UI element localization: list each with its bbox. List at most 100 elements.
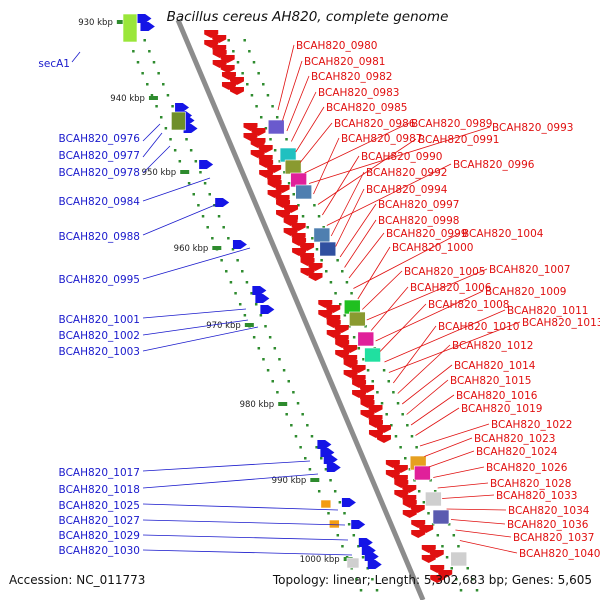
- guide-dot: [394, 435, 398, 438]
- guide-dot: [250, 292, 253, 295]
- guide-dot: [322, 226, 325, 229]
- guide-dot: [236, 61, 240, 64]
- right-leader-line: [344, 219, 377, 268]
- genome-title: Bacillus cereus AH820, complete genome: [166, 9, 449, 25]
- left-leader-line: [142, 549, 353, 556]
- left-leader-line: [142, 308, 247, 319]
- left-gene-label: BCAH820_1001: [59, 314, 140, 326]
- guide-dot: [206, 226, 209, 229]
- scale-tick-label: 940 kbp: [110, 94, 145, 104]
- guide-dot: [336, 259, 339, 262]
- left-gene-arrow: [183, 124, 198, 133]
- right-gene-label: BCAH820_1023: [474, 433, 555, 445]
- right-leader-line: [375, 290, 484, 342]
- right-gene-label: BCAH820_0982: [311, 71, 392, 83]
- guide-dot: [252, 336, 256, 339]
- guide-dot: [192, 193, 195, 196]
- guide-dot: [225, 270, 228, 273]
- guide-dot: [231, 248, 235, 251]
- guide-dot: [146, 83, 149, 86]
- right-gene-label: BCAH820_1034: [508, 505, 590, 517]
- right-leader-line: [286, 75, 310, 132]
- guide-dot: [241, 72, 244, 75]
- right-gene-arrow: [308, 273, 323, 281]
- guide-dot: [211, 237, 214, 240]
- right-gene-label: BCAH820_1008: [428, 299, 509, 311]
- right-gene-label: BCAH820_1033: [496, 490, 577, 502]
- guide-dot: [433, 490, 437, 493]
- guide-dot: [287, 380, 290, 383]
- left-gene-arrow: [140, 22, 155, 31]
- guide-dot: [317, 490, 321, 493]
- guide-dot: [194, 160, 198, 163]
- guide-dot: [271, 380, 274, 383]
- guide-dot: [320, 457, 323, 460]
- right-gene-label: BCAH820_1015: [450, 375, 531, 387]
- guide-dot: [171, 105, 174, 108]
- left-gene-arrow: [341, 498, 356, 507]
- right-gene-label: BCAH820_0994: [366, 184, 448, 196]
- guide-dot: [197, 204, 200, 207]
- scale-tick-label: 960 kbp: [174, 244, 209, 254]
- guide-dot: [299, 446, 302, 449]
- guide-dot: [343, 314, 347, 317]
- guide-dot: [392, 391, 395, 394]
- right-gene-block: [313, 227, 331, 243]
- right-leader-line: [446, 508, 507, 511]
- guide-dot: [282, 369, 286, 372]
- guide-dot: [187, 182, 191, 185]
- guide-dot: [234, 292, 237, 295]
- right-gene-block: [425, 491, 442, 507]
- guide-dot: [382, 369, 386, 372]
- right-gene-label: BCAH820_0989: [411, 118, 492, 130]
- right-leader-line: [357, 246, 391, 300]
- right-gene-label: BCAH820_1022: [491, 419, 572, 431]
- guide-dot: [396, 402, 400, 405]
- right-leader-line: [406, 379, 449, 415]
- guide-dot: [357, 545, 360, 548]
- guide-dot: [285, 138, 288, 141]
- left-gene-label: BCAH820_1030: [59, 545, 140, 557]
- guide-dot: [355, 578, 358, 581]
- guide-dot: [252, 61, 256, 64]
- guide-dot: [259, 314, 263, 317]
- left-gene-arrow: [215, 198, 230, 207]
- guide-dot: [159, 116, 163, 119]
- guide-dot: [315, 446, 318, 449]
- guide-dot: [445, 556, 449, 559]
- left-leader-line: [142, 319, 249, 336]
- right-gene-label: BCAH820_0980: [296, 40, 377, 52]
- right-gene-label: BCAH820_0996: [453, 159, 535, 171]
- guide-dot: [361, 556, 365, 559]
- guide-dot: [269, 138, 272, 141]
- left-gene-block: [329, 519, 340, 529]
- guide-dot: [415, 446, 418, 449]
- left-gene-label: BCAH820_1029: [59, 530, 140, 542]
- left-gene-block: [346, 557, 360, 569]
- guide-dot: [257, 72, 260, 75]
- left-gene-label: BCAH820_0988: [59, 231, 140, 243]
- guide-dot: [301, 413, 304, 416]
- left-gene-arrow: [232, 240, 247, 249]
- guide-dot: [336, 534, 340, 537]
- secA1-gene-block: [122, 13, 138, 43]
- guide-dot: [292, 391, 295, 394]
- guide-dot: [254, 303, 258, 306]
- guide-dot: [136, 61, 140, 64]
- guide-dot: [248, 50, 251, 53]
- left-leader-line: [142, 460, 311, 472]
- right-leader-line: [379, 303, 427, 352]
- guide-dot: [132, 50, 135, 53]
- guide-dot: [347, 523, 351, 526]
- guide-dot: [208, 193, 211, 196]
- left-gene-block: [171, 111, 186, 131]
- guide-dot: [350, 292, 353, 295]
- guide-dot: [238, 303, 242, 306]
- right-gene-block: [432, 509, 450, 525]
- left-gene-arrow: [323, 455, 338, 464]
- right-gene-label: BCAH820_1004: [462, 228, 544, 240]
- guide-dot: [150, 94, 154, 97]
- guide-dot: [455, 578, 458, 581]
- right-leader-line: [459, 540, 518, 554]
- guide-dot: [227, 237, 230, 240]
